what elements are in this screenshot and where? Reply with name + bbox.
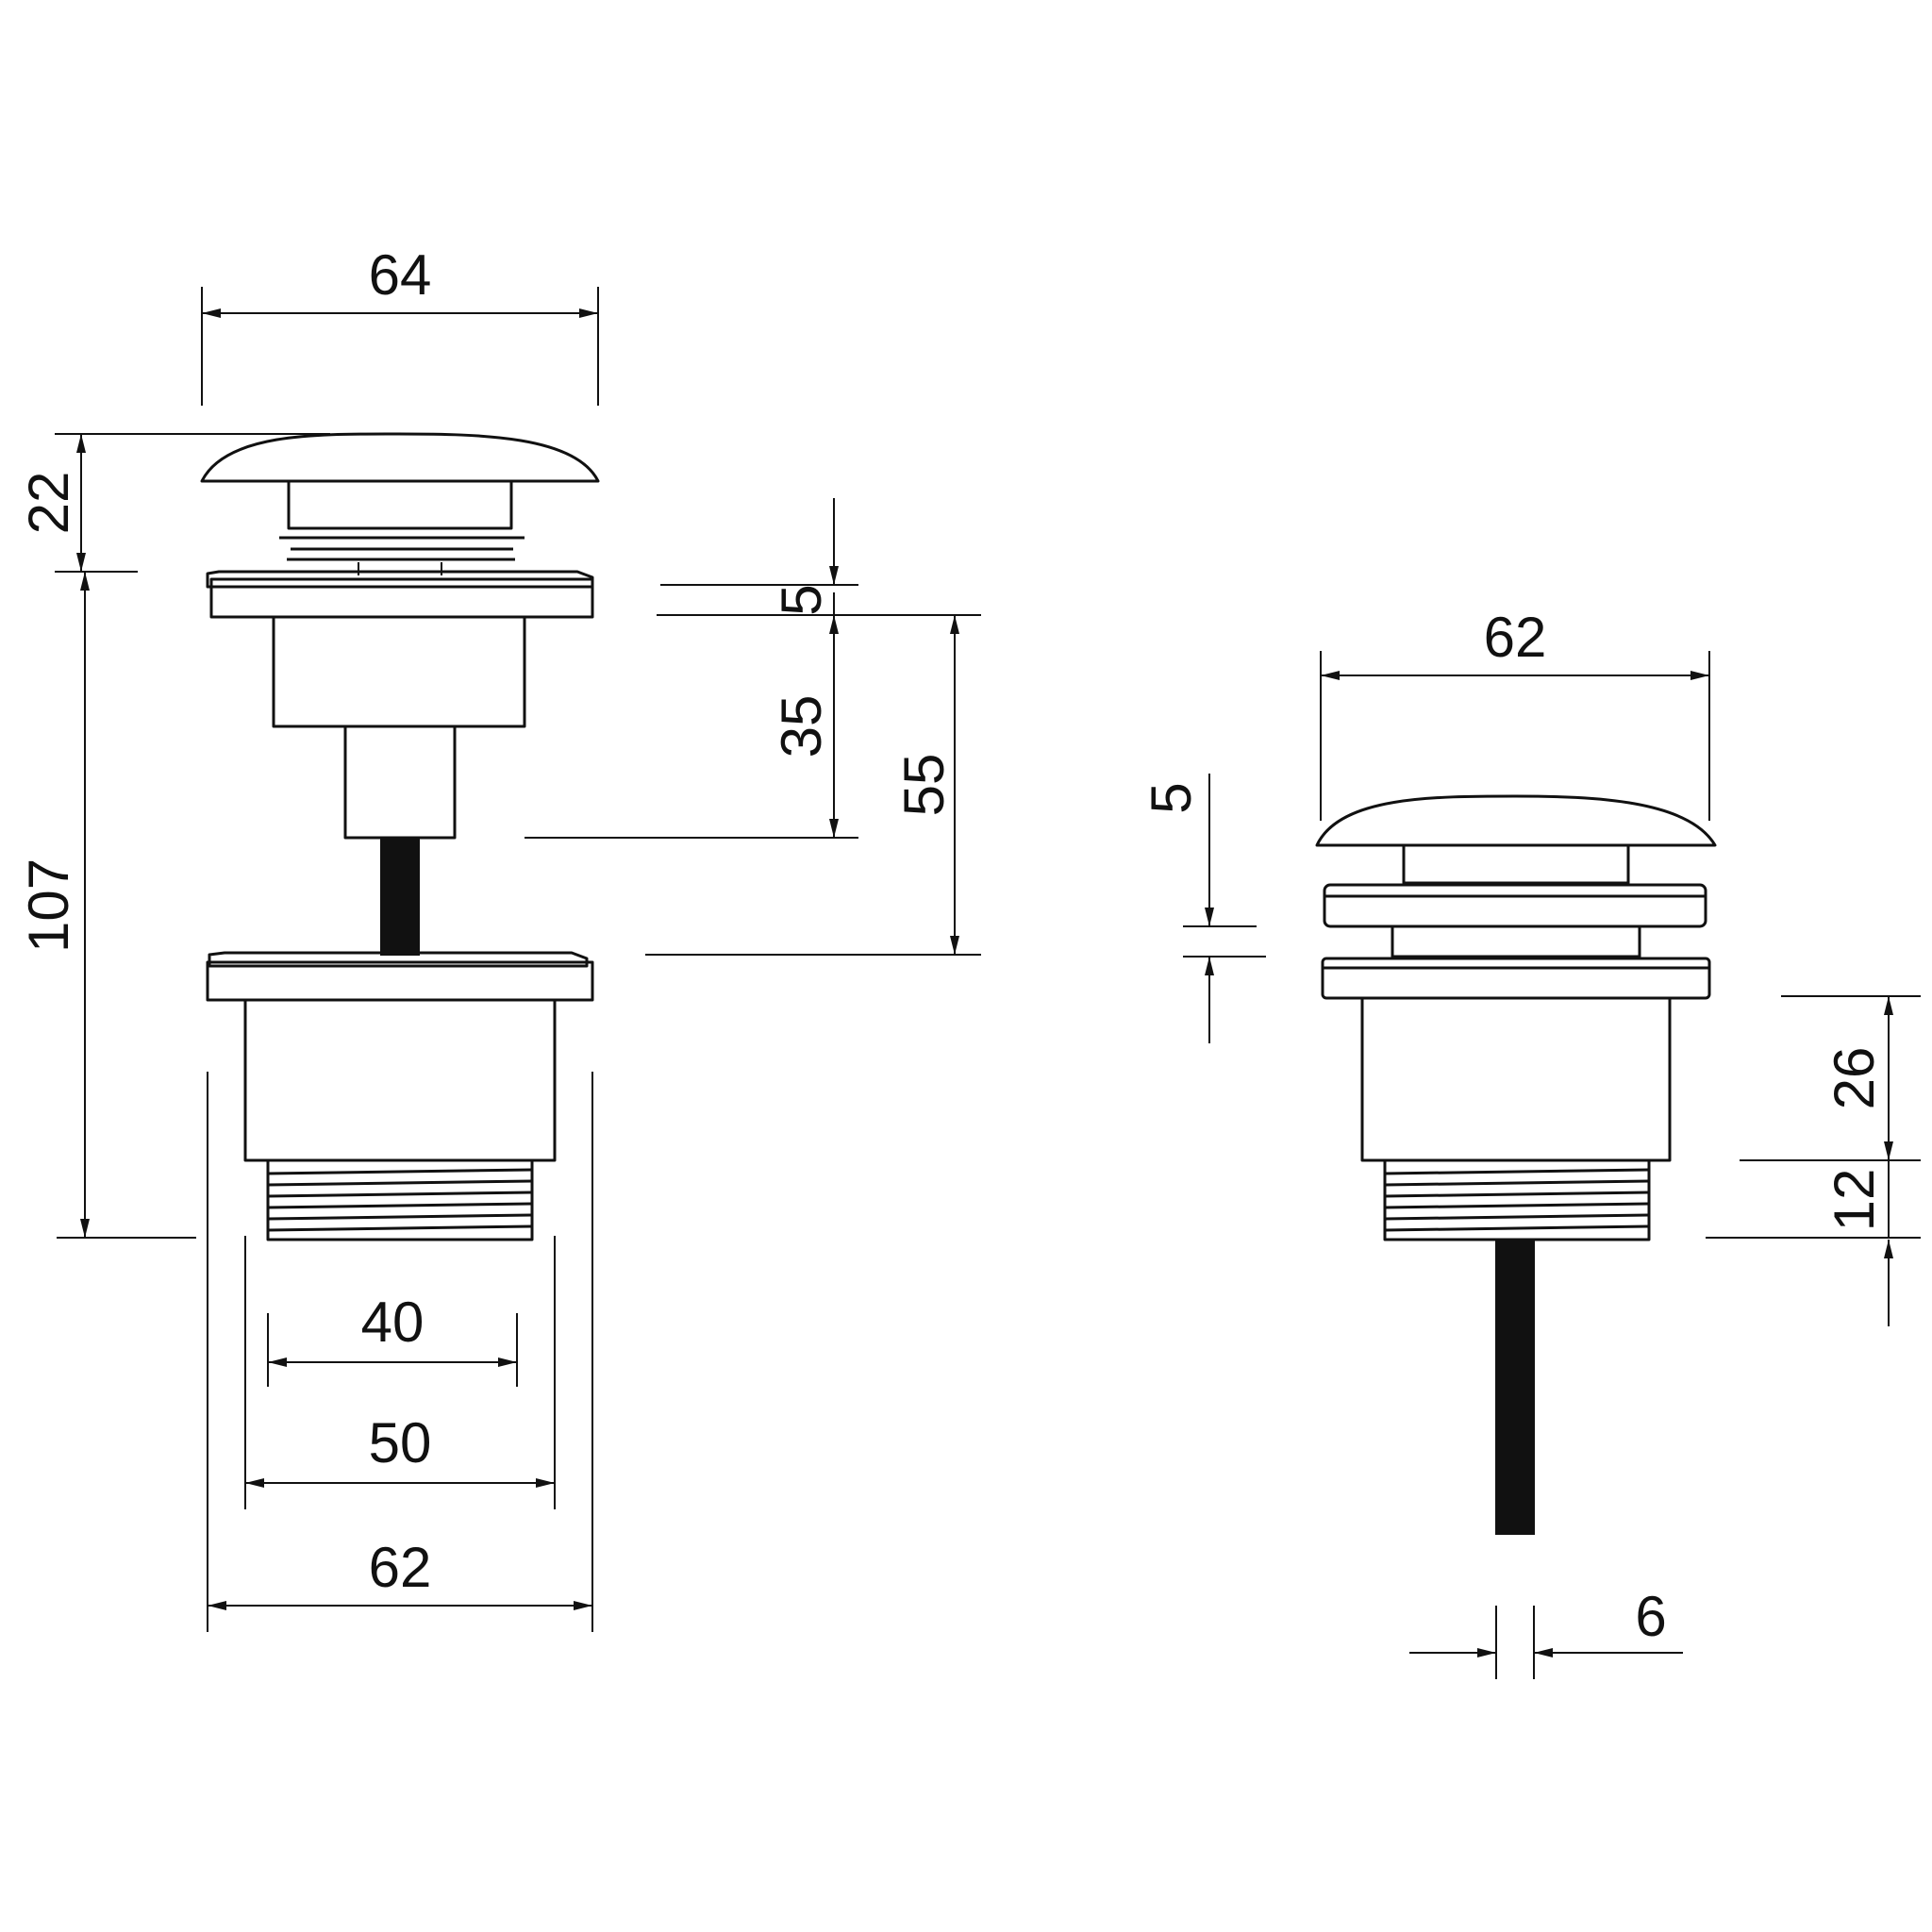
body xyxy=(1360,996,1672,1162)
dim-label: 50 xyxy=(369,1411,432,1474)
dim-label: 6 xyxy=(1635,1585,1666,1648)
dim-label: 26 xyxy=(1823,1047,1886,1110)
dim-label: 5 xyxy=(1140,782,1203,813)
dim-label: 5 xyxy=(770,584,833,615)
dimension-rod-diameter: 6 xyxy=(1409,1585,1683,1679)
upper-body xyxy=(272,615,526,728)
lower-flange xyxy=(206,960,594,1002)
dim-label: 107 xyxy=(17,858,80,953)
spacer xyxy=(1391,924,1641,958)
open-waste-view xyxy=(200,432,600,1241)
lower-flange xyxy=(1321,957,1711,1000)
stem-tube xyxy=(343,724,457,840)
closed-waste-view xyxy=(1315,794,1717,1535)
lower-flange-top xyxy=(208,951,589,968)
dim-label: 55 xyxy=(892,754,956,817)
dimension-body-width: 50 xyxy=(244,1236,556,1509)
dim-label: 35 xyxy=(770,695,833,758)
upper-flange-top xyxy=(206,570,594,589)
dimension-cap-height: 22 xyxy=(17,433,330,573)
dimension-body-height: 26 xyxy=(1740,995,1921,1161)
dimension-cap-diameter: 64 xyxy=(201,243,599,406)
cap-dome xyxy=(200,432,600,483)
thread xyxy=(1383,1158,1651,1241)
dim-label: 22 xyxy=(17,472,80,535)
dimension-gap: 5 xyxy=(1140,774,1266,1043)
dimension-stroke-height: 55 xyxy=(645,615,981,956)
dim-label: 40 xyxy=(361,1291,425,1354)
dim-label: 62 xyxy=(369,1536,432,1599)
lower-body xyxy=(243,998,557,1162)
dim-label: 62 xyxy=(1484,606,1547,669)
upper-flange xyxy=(1323,883,1707,928)
threaded-rod xyxy=(1495,1239,1535,1535)
dimension-flange-thickness: 5 xyxy=(657,498,981,616)
dimension-thread-height: 12 xyxy=(1706,1160,1921,1326)
dimension-stem-length: 35 xyxy=(525,615,858,839)
dimension-closed-cap-diameter: 62 xyxy=(1320,606,1710,821)
threaded-rod xyxy=(380,837,420,956)
cap-neck xyxy=(287,479,513,530)
cap-neck xyxy=(1402,843,1630,885)
dimension-total-height: 107 xyxy=(17,572,196,1239)
dimension-flange-width: 62 xyxy=(207,1072,593,1632)
dim-label: 12 xyxy=(1823,1169,1886,1232)
thread xyxy=(266,1158,534,1241)
cap-dome xyxy=(1315,794,1717,847)
dim-label: 64 xyxy=(369,243,432,307)
upper-flange xyxy=(209,577,594,619)
dimension-thread-inner: 40 xyxy=(267,1291,518,1387)
